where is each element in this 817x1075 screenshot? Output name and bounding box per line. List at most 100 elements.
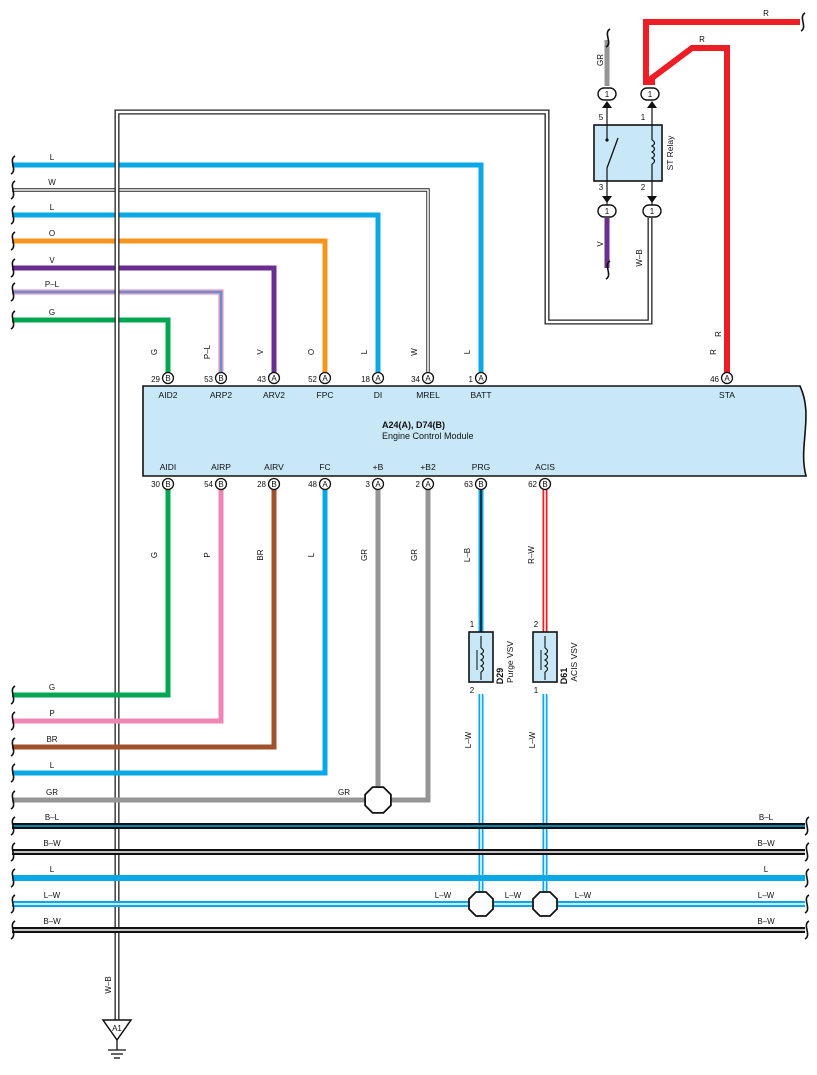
bottom-pin-num-0: 30 xyxy=(151,480,160,489)
bus-right-label-4: B–W xyxy=(757,917,775,926)
left-top-wire-4 xyxy=(12,265,277,378)
bus-right-break-0 xyxy=(804,816,810,836)
bottom-pin-4-letter: A xyxy=(375,480,381,489)
top-pin-1-ring xyxy=(214,371,228,385)
purge-vsv-code: D29 xyxy=(495,668,505,685)
acis-vsv-coil xyxy=(543,647,549,673)
purge-vsv-wire-label: L–W xyxy=(464,731,473,748)
left-bottom-wire-label-0: G xyxy=(49,683,55,692)
ecm-code: A24(A), D74(B) xyxy=(382,420,445,430)
left-top-wire-5 xyxy=(12,289,224,378)
bus-left-break-4 xyxy=(10,920,16,940)
r-label-top: R xyxy=(763,9,769,18)
gr-junction-label: GR xyxy=(338,788,350,797)
top-pin-wire-6: L xyxy=(463,349,472,354)
top-pin-wire-2: V xyxy=(256,349,265,355)
bus-left-label-3: L–W xyxy=(44,891,61,900)
bus-right-break-4 xyxy=(804,920,810,940)
relay-v-break xyxy=(605,260,611,280)
bottom-pin-5-ring xyxy=(421,477,435,491)
left-top-wire-label-1: W xyxy=(48,178,56,187)
gr-wire-b2-core xyxy=(378,484,431,803)
top-pin-wire-7: R xyxy=(709,349,718,355)
bottom-pin-wire-7: R–W xyxy=(527,546,536,564)
r-label-sta: R xyxy=(714,331,723,337)
bottom-pin-name-3: FC xyxy=(319,462,330,472)
bottom-pin-wire-6: L–B xyxy=(463,548,472,562)
bottom-pin-4: A xyxy=(371,477,385,491)
top-pin-4: A xyxy=(371,371,385,385)
top-pin-3-letter: A xyxy=(322,374,328,383)
left-bottom-break-0 xyxy=(10,685,16,705)
top-pin-4-letter: A xyxy=(375,374,381,383)
bus-right-break-2 xyxy=(804,868,810,888)
bottom-pin-5-letter: A xyxy=(425,480,431,489)
st-relay-connector-3 xyxy=(642,204,662,218)
st-relay-connector-0 xyxy=(597,87,617,101)
left-bottom-wire-0-core xyxy=(12,484,171,698)
relay-v-label: V xyxy=(596,241,605,247)
bus-mid-label-1: L–W xyxy=(505,891,522,900)
relay-wb-label: W–B xyxy=(635,249,644,266)
top-pin-0-ring xyxy=(161,371,175,385)
purge-junction xyxy=(468,891,494,917)
bus-right-label-3: L–W xyxy=(758,891,775,900)
st-relay-arrow-4 xyxy=(647,196,657,203)
bottom-pin-6: B xyxy=(474,477,488,491)
bottom-pin-4-ring xyxy=(371,477,385,491)
top-pin-5-ring xyxy=(421,371,435,385)
r-wire-top-core xyxy=(643,19,800,85)
top-pin-0: B xyxy=(161,371,175,385)
top-pin-wire-1: P–L xyxy=(203,344,212,359)
top-pin-num-0: 29 xyxy=(151,375,160,384)
top-pin-0-letter: B xyxy=(165,374,170,383)
bottom-pin-name-1: AIRP xyxy=(211,462,231,472)
st-relay-connector-2 xyxy=(597,204,617,218)
ground-label: A1 xyxy=(112,1024,122,1033)
top-pin-num-5: 34 xyxy=(411,375,420,384)
left-bottom-wire-2-core xyxy=(12,484,277,750)
acis-vsv-pin-top: 2 xyxy=(534,620,539,629)
left-top-break-6 xyxy=(10,310,16,330)
st-relay-body xyxy=(593,124,663,182)
left-top-wire-0-core xyxy=(12,162,484,378)
st-relay-connector-num-2: 1 xyxy=(605,207,610,216)
bottom-pin-name-0: AIDI xyxy=(160,462,177,472)
left-top-break-3 xyxy=(10,231,16,251)
top-pin-name-2: ARV2 xyxy=(263,390,285,400)
bottom-pin-num-3: 48 xyxy=(308,480,317,489)
wb-wire-outline xyxy=(114,109,653,1020)
bottom-pin-num-1: 54 xyxy=(204,480,213,489)
left-bottom-wire-1 xyxy=(12,484,224,724)
st-relay-pin-3: 3 xyxy=(599,183,604,192)
top-pin-num-4: 18 xyxy=(361,375,370,384)
left-top-wire-label-3: O xyxy=(49,229,55,238)
top-pin-name-6: BATT xyxy=(470,390,491,400)
bottom-pin-6-letter: B xyxy=(478,480,483,489)
bus-left-label-0: B–L xyxy=(45,813,60,822)
gr-left-label: GR xyxy=(46,788,58,797)
bus-left-label-4: B–W xyxy=(43,917,61,926)
acis-vsv-wire-label: L–W xyxy=(528,731,537,748)
bus-left-break-3 xyxy=(10,894,16,914)
left-top-wire-label-2: L xyxy=(50,203,55,212)
bottom-pin-6-ring xyxy=(474,477,488,491)
bottom-pin-7-ring xyxy=(538,477,552,491)
bottom-pin-2-ring xyxy=(267,477,281,491)
bottom-pin-0: B xyxy=(161,477,175,491)
st-relay-pin-1: 1 xyxy=(641,113,646,122)
left-top-wire-1-core xyxy=(12,189,429,378)
wb-wire-core xyxy=(115,110,652,1020)
top-pin-3-ring xyxy=(318,371,332,385)
st-relay-arrow-2 xyxy=(647,101,657,108)
gr-junction xyxy=(364,786,392,814)
bottom-pin-1: B xyxy=(214,477,228,491)
left-top-wire-0 xyxy=(12,162,484,378)
top-pin-7: A xyxy=(720,371,734,385)
left-top-wire-6 xyxy=(12,317,171,378)
left-top-break-1 xyxy=(10,180,16,200)
top-pin-num-3: 52 xyxy=(308,375,317,384)
bottom-pin-3-letter: A xyxy=(322,480,328,489)
